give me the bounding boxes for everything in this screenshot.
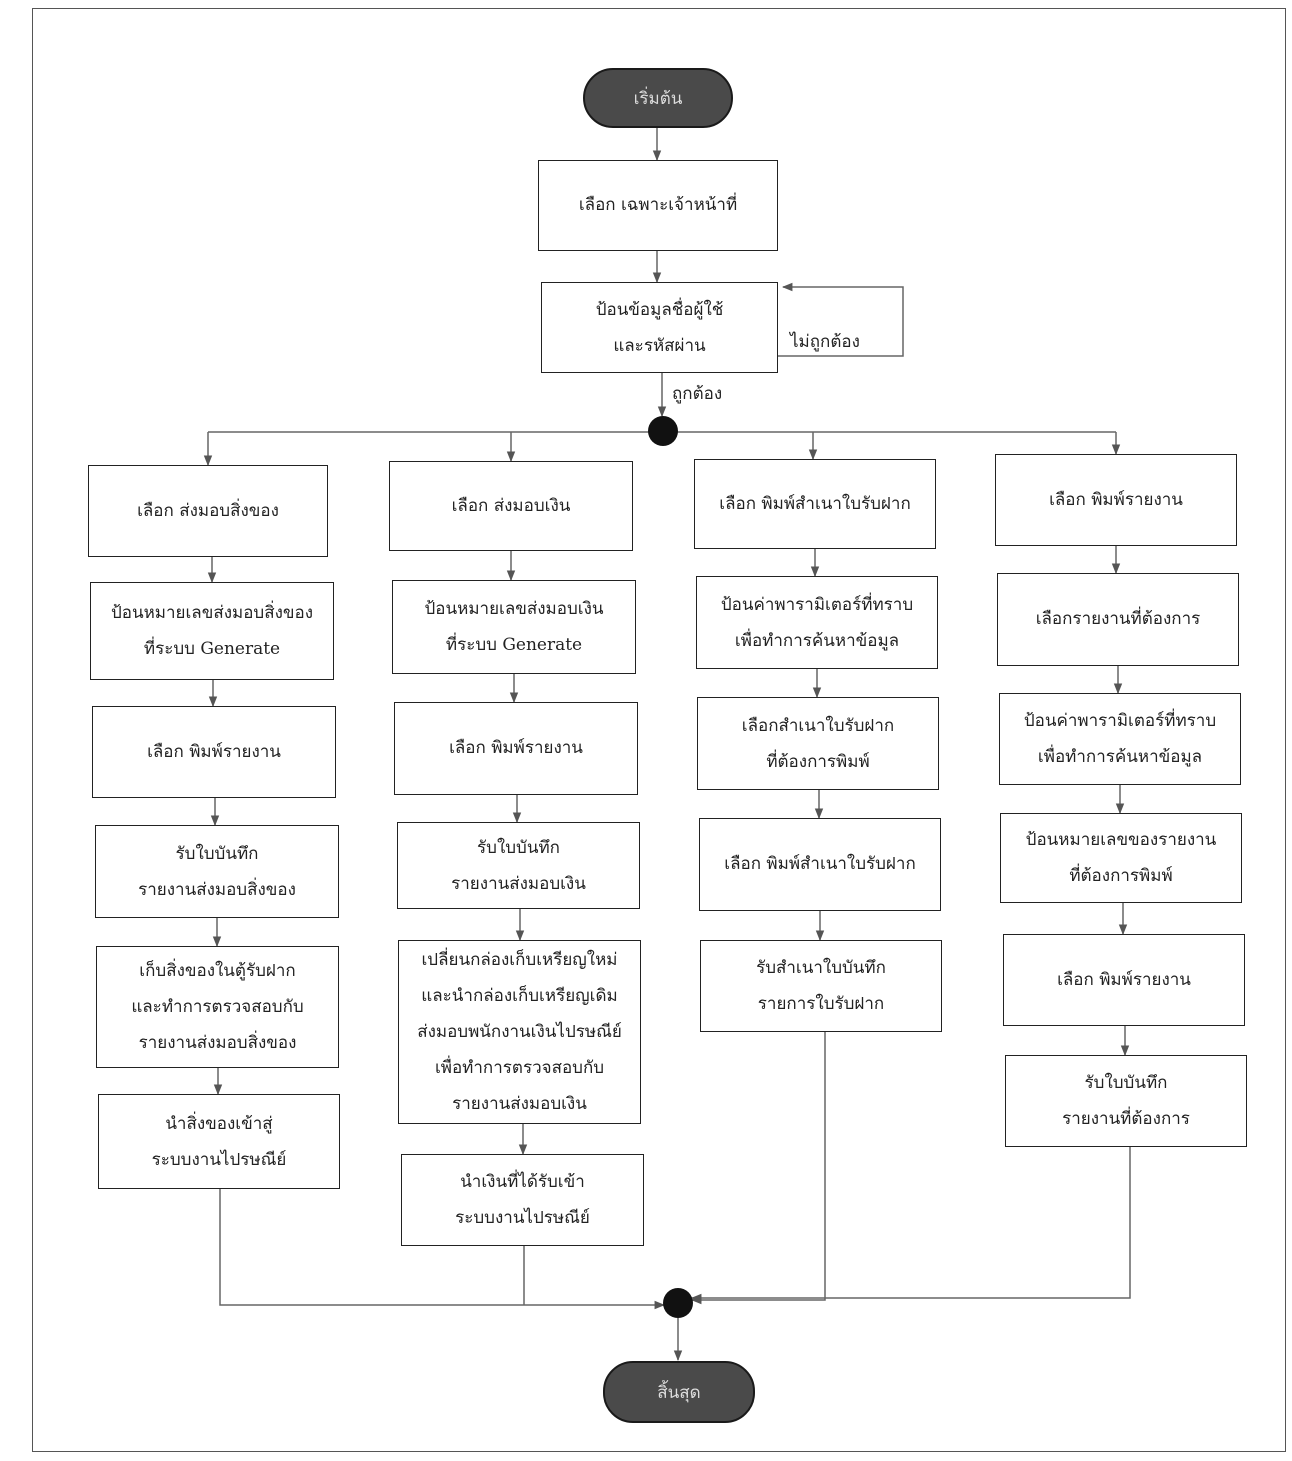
b1-bring-line2: ระบบงานไปรษณีย์: [151, 1149, 287, 1170]
b4-select-report-text: เลือกรายงานที่ต้องการ: [1035, 609, 1201, 629]
b3-select-copy: เลือกสำเนาใบรับฝากที่ต้องการพิมพ์: [697, 697, 939, 790]
b2-change-line4: เพื่อทำการตรวจสอบกับ: [434, 1058, 605, 1078]
login-line2: และรหัสผ่าน: [613, 335, 706, 356]
b4-enter-number-line1: ป้อนหมายเลขของรายงาน: [1025, 830, 1217, 850]
b1-bring-line1: นำสิ่งของเข้าสู่: [165, 1113, 273, 1134]
b1-select-items-text: เลือก ส่งมอบสิ่งของ: [137, 500, 279, 521]
b1-receive-line1: รับใบบันทึก: [175, 843, 259, 864]
b1-select-items: เลือก ส่งมอบสิ่งของ: [88, 465, 328, 557]
b4-print-report: เลือก พิมพ์รายงาน: [1003, 934, 1245, 1026]
start-label: เริ่มต้น: [633, 88, 683, 109]
b2-change-line3: ส่งมอบพนักงานเงินไปรษณีย์: [417, 1022, 622, 1042]
b1-print-text: เลือก พิมพ์รายงาน: [147, 741, 281, 762]
b2-change-coin-box: เปลี่ยนกล่องเก็บเหรียญใหม่และนำกล่องเก็บ…: [398, 940, 641, 1124]
end-label: สิ้นสุด: [657, 1382, 701, 1403]
fork-node: [648, 416, 678, 446]
b2-bring-money-to-system: นำเงินที่ได้รับเข้าระบบงานไปรษณีย์: [401, 1154, 644, 1246]
b2-receive-record: รับใบบันทึกรายงานส่งมอบเงิน: [397, 822, 640, 909]
b4-enter-report-number: ป้อนหมายเลขของรายงานที่ต้องการพิมพ์: [1000, 813, 1242, 903]
b4-select-print-report-text: เลือก พิมพ์รายงาน: [1049, 489, 1183, 510]
b3-select-copy-line1: เลือกสำเนาใบรับฝาก: [741, 715, 895, 736]
b4-enter-line2: เพื่อทำการค้นหาข้อมูล: [1037, 747, 1203, 767]
b1-enter-line1: ป้อนหมายเลขส่งมอบสิ่งของ: [110, 603, 314, 623]
b3-enter-parameters: ป้อนค่าพารามิเตอร์ที่ทราบเพื่อทำการค้นหา…: [696, 576, 938, 669]
b1-receive-line2: รายงานส่งมอบสิ่งของ: [138, 879, 296, 900]
join-from-b3: [690, 1032, 826, 1305]
b3-print-copy-text: เลือก พิมพ์สำเนาใบรับฝาก: [724, 854, 916, 874]
b3-enter-line2: เพื่อทำการค้นหาข้อมูล: [734, 630, 900, 651]
b2-change-line1: เปลี่ยนกล่องเก็บเหรียญใหม่: [421, 950, 618, 970]
b2-change-line5: รายงานส่งมอบเงิน: [452, 1094, 587, 1114]
b1-enter-line2: ที่ระบบ Generate: [143, 639, 281, 659]
b2-enter-line2: ที่ระบบ Generate: [445, 635, 583, 655]
join-node: [663, 1288, 693, 1318]
b3-receive-line2: รายการใบรับฝาก: [757, 994, 885, 1014]
b2-bring-line2: ระบบงานไปรษณีย์: [455, 1208, 590, 1228]
incorrect-label: ไม่ถูกต้อง: [790, 332, 860, 352]
b1-store-items: เก็บสิ่งของในตู้รับฝากและทำการตรวจสอบกับ…: [96, 946, 339, 1068]
b3-enter-line1: ป้อนค่าพารามิเตอร์ที่ทราบ: [720, 594, 914, 615]
b1-store-line1: เก็บสิ่งของในตู้รับฝาก: [139, 961, 296, 981]
end-terminator: สิ้นสุด: [603, 1361, 755, 1423]
b1-enter-item-number: ป้อนหมายเลขส่งมอบสิ่งของที่ระบบ Generate: [90, 582, 334, 680]
b2-receive-line1: รับใบบันทึก: [477, 837, 560, 858]
b1-bring-items-to-system: นำสิ่งของเข้าสู่ระบบงานไปรษณีย์: [98, 1094, 340, 1189]
b3-select-copy-line2: ที่ต้องการพิมพ์: [766, 751, 870, 772]
b2-select-money: เลือก ส่งมอบเงิน: [389, 461, 633, 551]
b4-print-report-text: เลือก พิมพ์รายงาน: [1057, 969, 1191, 990]
join-from-b4: [690, 1147, 1131, 1303]
start-terminator: เริ่มต้น: [583, 68, 733, 128]
b4-receive-line1: รับใบบันทึก: [1084, 1073, 1168, 1093]
b2-enter-money-number: ป้อนหมายเลขส่งมอบเงินที่ระบบ Generate: [392, 580, 636, 674]
login-box: ป้อนข้อมูลชื่อผู้ใช้และรหัสผ่าน: [541, 282, 778, 373]
b2-receive-line2: รายงานส่งมอบเงิน: [451, 873, 586, 894]
b4-enter-number-line2: ที่ต้องการพิมพ์: [1069, 866, 1173, 886]
b2-enter-line1: ป้อนหมายเลขส่งมอบเงิน: [424, 599, 604, 619]
b4-enter-parameters: ป้อนค่าพารามิเตอร์ที่ทราบเพื่อทำการค้นหา…: [999, 693, 1241, 785]
b4-receive-line2: รายงานที่ต้องการ: [1062, 1109, 1190, 1129]
b4-receive-record: รับใบบันทึกรายงานที่ต้องการ: [1005, 1055, 1247, 1147]
b3-receive-line1: รับสำเนาใบบันทึก: [756, 958, 886, 978]
b1-print-report: เลือก พิมพ์รายงาน: [92, 706, 336, 798]
b2-print-text: เลือก พิมพ์รายงาน: [449, 738, 583, 758]
b3-select-print-copy-text: เลือก พิมพ์สำเนาใบรับฝาก: [719, 493, 911, 514]
b3-receive-copy: รับสำเนาใบบันทึกรายการใบรับฝาก: [700, 940, 942, 1032]
b4-select-report: เลือกรายงานที่ต้องการ: [997, 573, 1239, 666]
join-from-b1: [219, 1189, 666, 1310]
b1-store-line2: และทำการตรวจสอบกับ: [131, 997, 304, 1017]
select-staff-box: เลือก เฉพาะเจ้าหน้าที่: [538, 160, 778, 251]
b2-select-money-text: เลือก ส่งมอบเงิน: [451, 495, 571, 516]
b3-print-copy: เลือก พิมพ์สำเนาใบรับฝาก: [699, 818, 941, 911]
b1-store-line3: รายงานส่งมอบสิ่งของ: [138, 1033, 297, 1053]
select-staff-text: เลือก เฉพาะเจ้าหน้าที่: [578, 195, 738, 215]
diagram-frame: [32, 8, 1286, 1452]
b2-change-line2: และนำกล่องเก็บเหรียญเดิม: [421, 986, 618, 1006]
b3-select-print-copy: เลือก พิมพ์สำเนาใบรับฝาก: [694, 459, 936, 549]
correct-label: ถูกต้อง: [672, 384, 723, 404]
b2-print-report: เลือก พิมพ์รายงาน: [394, 702, 638, 795]
loop-incorrect: [778, 282, 904, 357]
b4-select-print-report: เลือก พิมพ์รายงาน: [995, 454, 1237, 546]
login-line1: ป้อนข้อมูลชื่อผู้ใช้: [595, 299, 724, 320]
b1-receive-record: รับใบบันทึกรายงานส่งมอบสิ่งของ: [95, 825, 339, 918]
b2-bring-line1: นำเงินที่ได้รับเข้า: [460, 1172, 585, 1192]
b4-enter-line1: ป้อนค่าพารามิเตอร์ที่ทราบ: [1023, 711, 1217, 731]
